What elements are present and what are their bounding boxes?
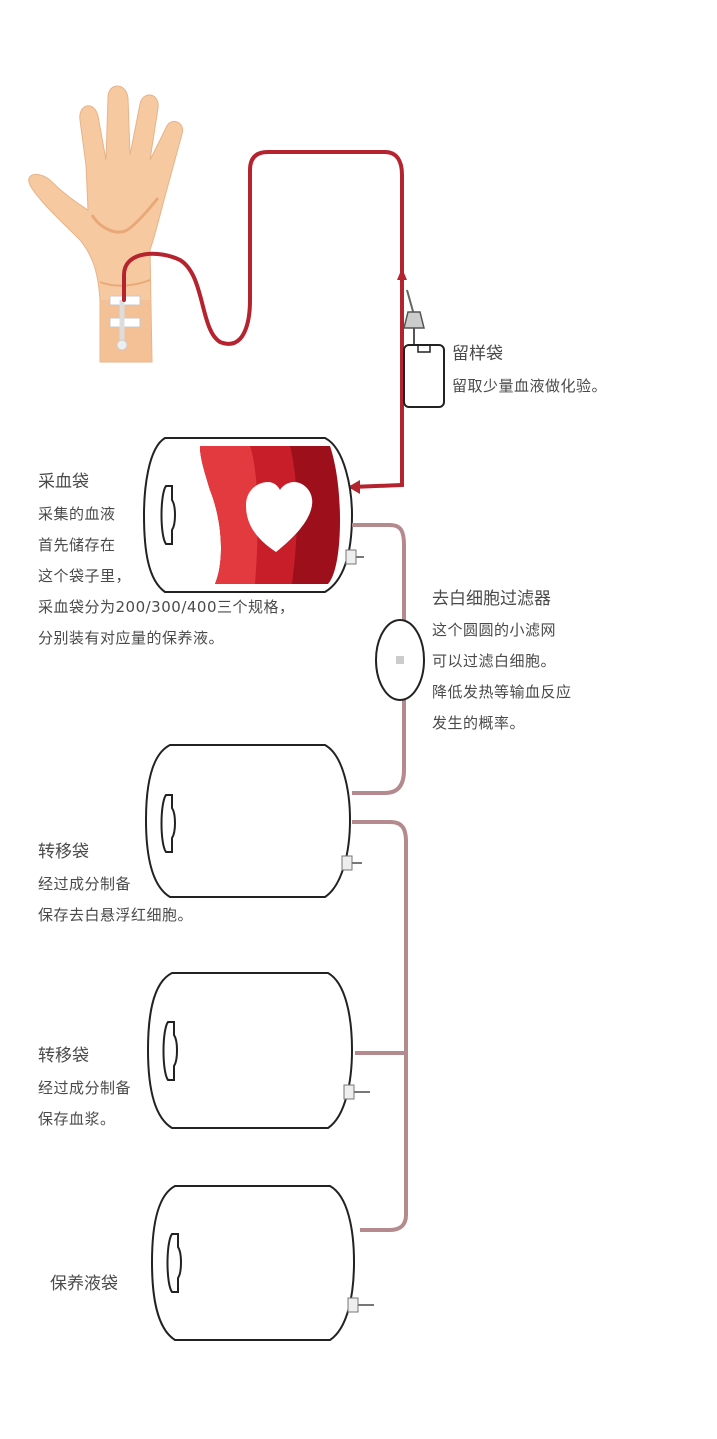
hand-icon — [28, 85, 184, 363]
sample-bag-line-1: 留取少量血液做化验。 — [452, 377, 608, 395]
collection-bag-label: 采血袋 采集的血液 首先储存在 这个袋子里， 采血袋分为200/300/400三… — [38, 470, 295, 651]
transfer-bag-1 — [144, 744, 362, 898]
filter-icon — [375, 619, 425, 701]
collection-bag-line-3: 这个袋子里， — [38, 567, 132, 585]
filter-line-1: 这个圆圆的小滤网 — [432, 621, 557, 639]
preservative-bag — [150, 1185, 374, 1341]
transfer-bag-1-title: 转移袋 — [38, 842, 89, 862]
sample-bag — [403, 344, 445, 408]
transfer-bag-2-title: 转移袋 — [38, 1046, 89, 1066]
filter-label: 去白细胞过滤器 这个圆圆的小滤网 可以过滤白细胞。 降低发热等输血反应 发生的概… — [432, 587, 572, 736]
transfer-bag-2-label: 转移袋 经过成分制备 保存血浆。 — [38, 1044, 131, 1132]
preservative-bag-label: 保养液袋 — [50, 1272, 118, 1296]
collection-bag-line-2: 首先储存在 — [38, 536, 116, 554]
collection-bag-line-4: 采血袋分为200/300/400三个规格， — [38, 598, 295, 616]
collection-bag-title: 采血袋 — [38, 472, 89, 492]
transfer-bag-2 — [146, 972, 370, 1129]
transfer-bag-2-line-2: 保存血浆。 — [38, 1110, 116, 1128]
collection-bag-line-5: 分别装有对应量的保养液。 — [38, 629, 225, 647]
collection-bag — [142, 437, 364, 593]
collection-bag-line-1: 采集的血液 — [38, 505, 116, 523]
transfer-bag-1-line-1: 经过成分制备 — [38, 875, 132, 893]
blood-tube — [122, 150, 404, 489]
sample-bag-label: 留样袋 留取少量血液做化验。 — [452, 342, 607, 399]
filter-line-2: 可以过滤白细胞。 — [432, 652, 557, 670]
heart-icon — [246, 482, 313, 552]
preservative-bag-title: 保养液袋 — [50, 1274, 118, 1294]
clamp-icon — [403, 289, 425, 345]
transfer-bag-1-line-2: 保存去白悬浮红细胞。 — [38, 906, 194, 924]
transfer-bag-1-label: 转移袋 经过成分制备 保存去白悬浮红细胞。 — [38, 840, 193, 928]
filter-title: 去白细胞过滤器 — [432, 589, 551, 609]
transfer-bag-2-line-1: 经过成分制备 — [38, 1079, 132, 1097]
transfer-tube — [352, 523, 406, 620]
sample-bag-title: 留样袋 — [452, 344, 503, 364]
filter-line-3: 降低发热等输血反应 — [432, 683, 572, 701]
filter-line-4: 发生的概率。 — [432, 714, 526, 732]
